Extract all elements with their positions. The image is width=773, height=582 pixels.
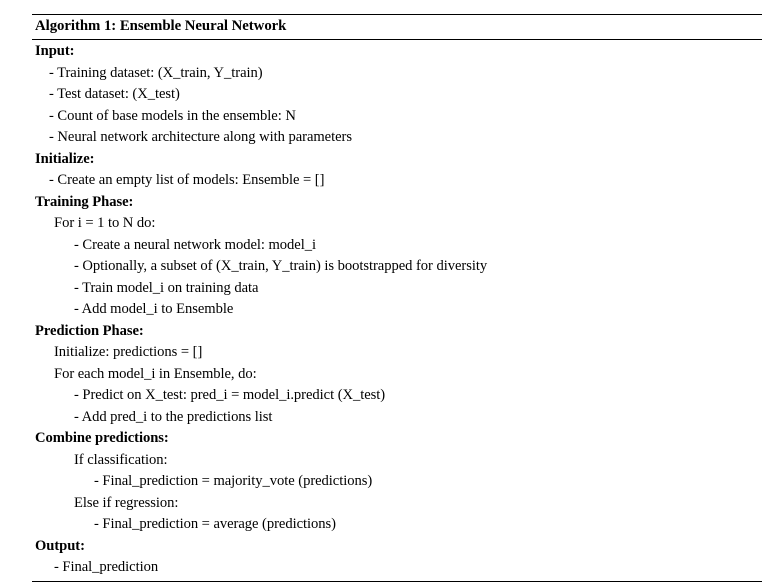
algorithm-line: - Training dataset: (X_train, Y_train) (49, 64, 263, 81)
algorithm-line: - Final_prediction (54, 559, 159, 575)
algorithm-section-header: Output: (35, 537, 85, 554)
algorithm-section-header: Initialize: (35, 150, 95, 167)
algorithm-line: - Create an empty list of models: Ensemb… (49, 172, 325, 188)
algorithm-title: Algorithm 1: Ensemble Neural Network (35, 18, 287, 34)
algorithm-line: - Add pred_i to the predictions list (74, 408, 273, 425)
algorithm-line: - Neural network architecture along with… (49, 129, 352, 145)
algorithm-line: - Final_prediction = average (prediction… (94, 516, 336, 532)
algorithm-line: - Optionally, a subset of (X_train, Y_tr… (74, 258, 488, 274)
algorithm-line: - Test dataset: (X_test) (49, 86, 180, 102)
algorithm-section-header: Input: (35, 43, 75, 59)
algorithm-line: If classification: (74, 451, 168, 468)
algorithm-line: - Add model_i to Ensemble (74, 301, 234, 317)
algorithm-section-header: Prediction Phase: (35, 322, 144, 339)
algorithm-title-rule (32, 39, 762, 40)
algorithm-line: For each model_i in Ensemble, do: (54, 365, 257, 382)
algorithm-block: Algorithm 1: Ensemble Neural Network Inp… (32, 14, 762, 582)
algorithm-line: - Predict on X_test: pred_i = model_i.pr… (74, 387, 386, 403)
algorithm-line: - Final_prediction = majority_vote (pred… (94, 473, 373, 489)
algorithm-section-header: Training Phase: (35, 193, 134, 210)
algorithm-line: For i = 1 to N do: (54, 215, 156, 231)
algorithm-pseudocode-body: Input: - Training dataset: (X_train, Y_tr… (32, 40, 762, 581)
algorithm-line: - Train model_i on training data (74, 279, 259, 296)
algorithm-line: - Count of base models in the ensemble: … (49, 107, 296, 124)
algorithm-top-rule (32, 14, 762, 15)
algorithm-line: - Create a neural network model: model_i (74, 236, 316, 253)
algorithm-line: Initialize: predictions = [] (54, 344, 203, 360)
algorithm-section-header: Combine predictions: (35, 430, 169, 446)
algorithm-line: Else if regression: (74, 494, 179, 511)
algorithm-bottom-rule (32, 580, 762, 582)
